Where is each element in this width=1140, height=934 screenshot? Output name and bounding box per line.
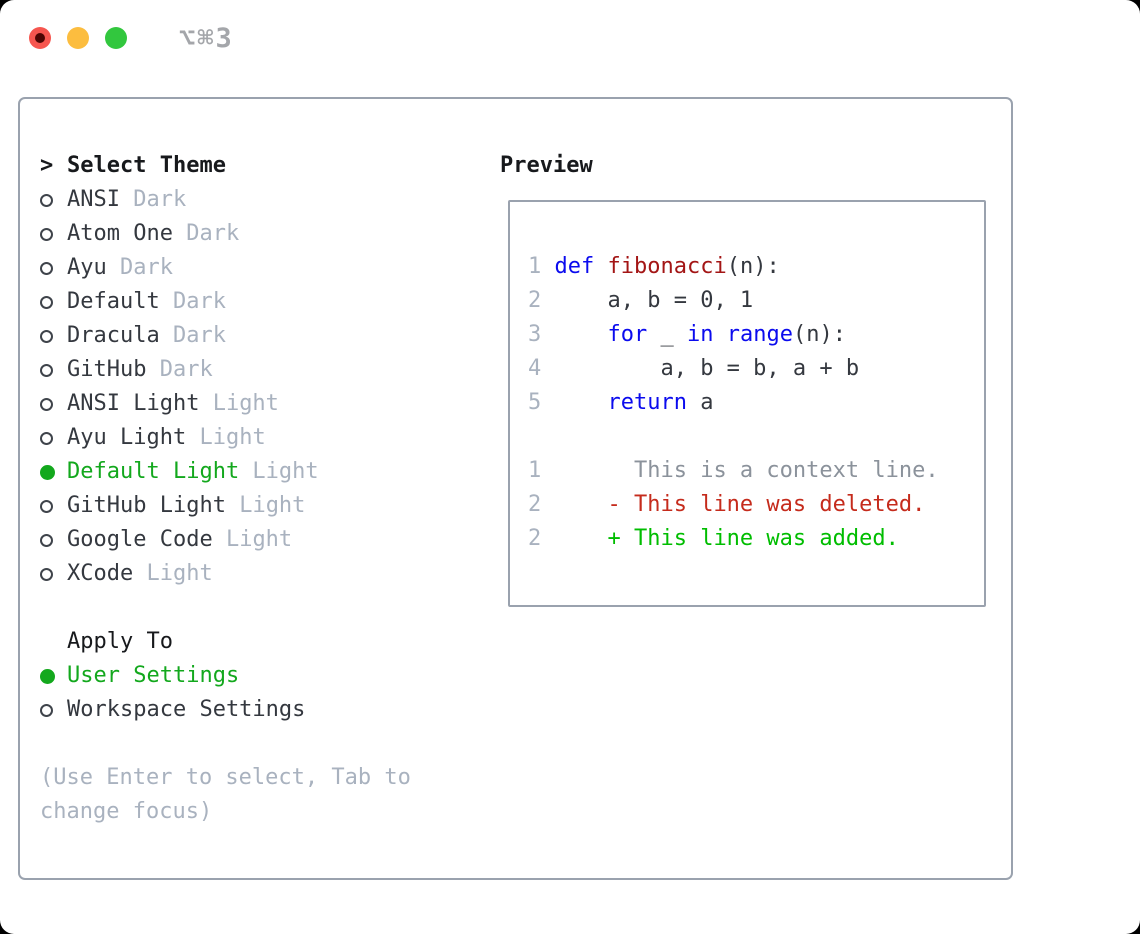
line-number: 5 — [528, 390, 555, 415]
code-line: 3 for _ in range(n): — [528, 322, 846, 347]
radio-icon — [40, 193, 67, 207]
theme-option[interactable]: ANSI Light Light — [40, 387, 480, 421]
code-line: 5 return a — [528, 390, 714, 415]
radio-icon — [40, 703, 67, 717]
option-variant-label: Dark — [146, 357, 213, 382]
theme-option[interactable]: Google Code Light — [40, 523, 480, 557]
option-variant-label: Dark — [106, 255, 173, 280]
line-number — [528, 424, 541, 449]
code-line: 2 - This line was deleted. — [528, 492, 926, 517]
keyboard-hint: (Use Enter to select, Tab to change focu… — [40, 765, 411, 824]
option-variant-label: Dark — [172, 221, 240, 246]
code-line: 2 a, b = 0, 1 — [528, 288, 754, 313]
radio-icon — [40, 533, 67, 547]
option-variant-label: Light — [199, 391, 279, 416]
radio-icon — [40, 363, 67, 377]
radio-icon — [40, 668, 67, 684]
option-label: GitHub — [67, 357, 147, 382]
radio-icon — [40, 261, 67, 275]
line-number: 2 — [528, 288, 555, 313]
option-variant-label: Light — [239, 459, 319, 484]
option-variant-label: Dark — [159, 323, 226, 348]
apply-to-option[interactable]: User Settings — [40, 659, 480, 693]
option-label: Ayu — [67, 255, 107, 280]
radio-icon — [40, 227, 67, 241]
theme-option[interactable]: Ayu Dark — [40, 251, 480, 285]
line-number: 3 — [528, 322, 555, 347]
theme-option[interactable]: GitHub Dark — [40, 353, 480, 387]
apply-to-option[interactable]: Workspace Settings — [40, 693, 480, 727]
window-shortcut-label: ⌥⌘3 — [179, 22, 234, 54]
option-label: Default Light — [67, 459, 240, 484]
apply-to-header: Apply To — [40, 625, 480, 659]
theme-option[interactable]: Ayu Light Light — [40, 421, 480, 455]
preview-title: Preview — [500, 153, 593, 178]
theme-option[interactable]: GitHub Light Light — [40, 489, 480, 523]
radio-icon — [40, 295, 67, 309]
prompt-icon: > — [40, 153, 54, 178]
code-line — [528, 420, 984, 454]
code-line: 1 This is a context line. — [528, 458, 939, 483]
minimize-button[interactable] — [67, 27, 89, 49]
option-variant-label: Light — [186, 425, 266, 450]
close-button[interactable] — [29, 27, 51, 49]
code-line: 4 a, b = b, a + b — [528, 356, 860, 381]
theme-option[interactable]: XCode Light — [40, 557, 480, 591]
code-line: 2 + This line was added. — [528, 526, 899, 551]
radio-icon — [40, 329, 67, 343]
option-label: Workspace Settings — [67, 697, 306, 722]
option-label: Dracula — [67, 323, 160, 348]
apply-to-title: Apply To — [67, 629, 173, 654]
line-number: 1 — [528, 254, 555, 279]
theme-select-title: Select Theme — [67, 153, 226, 178]
theme-option[interactable]: Default Dark — [40, 285, 480, 319]
radio-icon — [40, 567, 67, 581]
option-label: Default — [67, 289, 160, 314]
option-label: ANSI Light — [67, 391, 200, 416]
line-number: 1 — [528, 458, 555, 483]
option-variant-label: Dark — [159, 289, 226, 314]
option-variant-label: Dark — [119, 187, 187, 212]
option-label: User Settings — [67, 663, 240, 688]
option-label: Atom One — [67, 221, 173, 246]
radio-icon — [40, 397, 67, 411]
option-label: Ayu Light — [67, 425, 187, 450]
zoom-button[interactable] — [105, 27, 127, 49]
radio-icon — [40, 431, 67, 445]
preview-column: Preview 1 def fibonacci(n): 2 a, b = 0, 1… — [480, 99, 1011, 878]
line-number: 2 — [528, 526, 555, 551]
option-variant-label: Light — [225, 493, 306, 518]
theme-select-header: > Select Theme — [40, 149, 480, 183]
line-number: 4 — [528, 356, 555, 381]
radio-icon — [40, 499, 67, 513]
option-variant-label: Light — [212, 527, 293, 552]
line-number: 2 — [528, 492, 555, 517]
theme-option[interactable]: Dracula Dark — [40, 319, 480, 353]
titlebar: ⌥⌘3 — [0, 0, 1140, 76]
theme-option[interactable]: ANSI Dark — [40, 183, 480, 217]
code-line: 1 def fibonacci(n): — [528, 254, 780, 279]
theme-option[interactable]: Default Light Light — [40, 455, 480, 489]
option-label: Google Code — [67, 527, 213, 552]
option-variant-label: Light — [133, 561, 213, 586]
theme-option[interactable]: Atom One Dark — [40, 217, 480, 251]
option-label: ANSI — [67, 187, 120, 212]
option-label: GitHub Light — [67, 493, 226, 518]
option-label: XCode — [67, 561, 134, 586]
radio-icon — [40, 464, 67, 480]
preview-box: 1 def fibonacci(n): 2 a, b = 0, 1 3 for _ … — [508, 200, 986, 607]
